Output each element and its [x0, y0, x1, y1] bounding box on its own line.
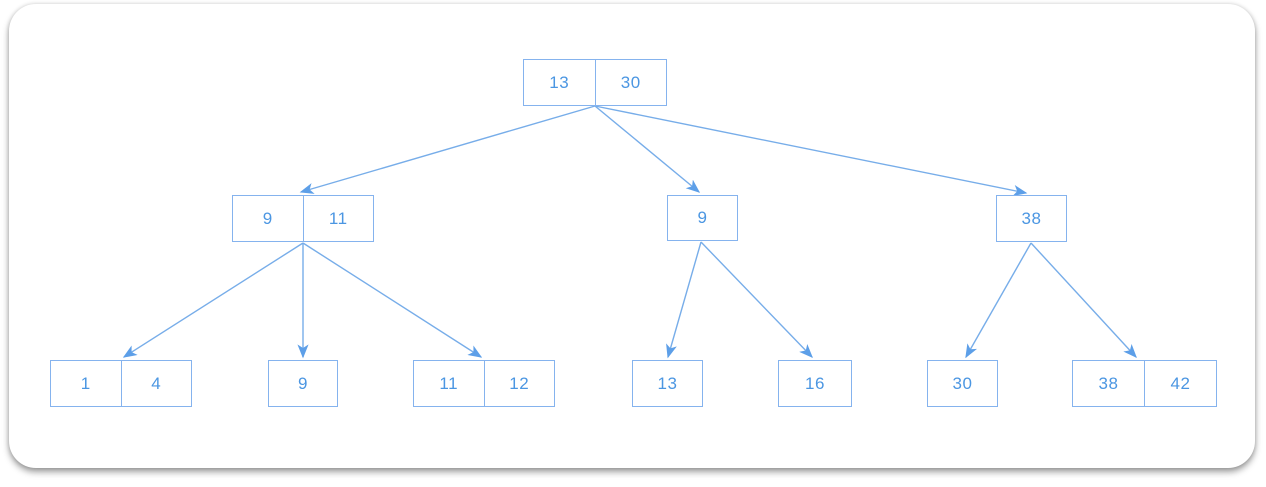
node-leaf-7-key-0: 38	[1098, 373, 1119, 393]
node-leaf-1: 1 4	[50, 360, 192, 407]
node-root-key-1: 30	[594, 60, 667, 105]
node-leaf-5-key-0: 16	[805, 373, 825, 393]
node-internal-mid-key-0: 9	[697, 208, 708, 227]
node-internal-right: 38	[996, 195, 1067, 242]
node-root: 13 30	[523, 59, 667, 106]
node-leaf-2-key-0: 9	[298, 373, 308, 393]
node-leaf-6: 30	[927, 360, 998, 407]
node-leaf-3-key-0: 11	[439, 373, 459, 393]
node-leaf-4-key-0: 13	[657, 373, 678, 393]
node-root-key-0: 13	[549, 72, 570, 92]
node-leaf-2: 9	[268, 360, 338, 407]
node-leaf-4: 13	[632, 360, 703, 407]
node-internal-left-key-0: 9	[262, 208, 273, 228]
node-internal-left: 9 11	[232, 195, 374, 242]
node-leaf-3: 11 12	[413, 360, 555, 407]
node-internal-right-key-0: 38	[1021, 208, 1042, 228]
node-leaf-1-key-1: 4	[120, 361, 192, 406]
node-leaf-5: 16	[778, 360, 852, 407]
node-leaf-7-key-1: 42	[1144, 361, 1216, 406]
node-internal-mid: 9	[667, 195, 738, 241]
node-internal-left-key-1: 11	[302, 196, 374, 241]
node-leaf-6-key-0: 30	[952, 373, 973, 393]
node-leaf-1-key-0: 1	[80, 373, 91, 393]
node-leaf-7: 38 42	[1072, 360, 1217, 407]
node-leaf-3-key-1: 12	[483, 361, 555, 406]
